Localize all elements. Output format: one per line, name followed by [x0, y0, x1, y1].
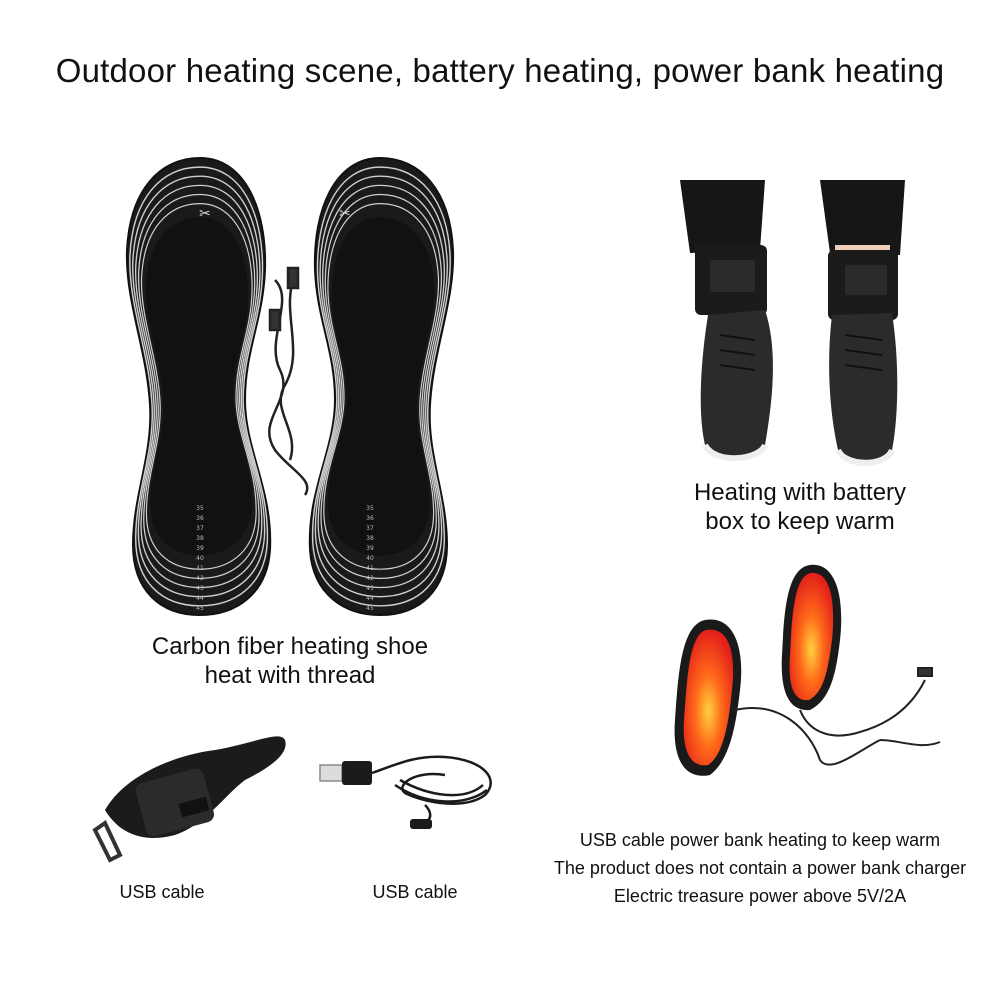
heated-insole-right: [781, 564, 842, 711]
svg-text:43: 43: [366, 585, 374, 592]
svg-text:37: 37: [196, 525, 204, 532]
svg-text:43: 43: [196, 585, 204, 592]
svg-text:41: 41: [196, 565, 204, 572]
svg-text:39: 39: [196, 545, 204, 552]
svg-text:41: 41: [366, 565, 374, 572]
insoles-image: ✂ 35 36 37 38 39 40 41 42 43 44 45 ✂ 35: [125, 157, 455, 616]
svg-text:35: 35: [366, 505, 374, 512]
svg-text:45: 45: [366, 605, 374, 612]
battery-strap-right: [828, 250, 898, 320]
battery-caption-line1: Heating with battery: [693, 479, 907, 506]
page-headline: Outdoor heating scene, battery heating, …: [55, 52, 945, 89]
insole-wires: [268, 266, 309, 496]
usb-cable-image: [319, 755, 492, 829]
powerbank-caption-line2: The product does not contain a power ban…: [553, 858, 967, 878]
svg-text:✂: ✂: [199, 206, 211, 222]
svg-text:37: 37: [366, 525, 374, 532]
svg-text:36: 36: [196, 515, 204, 522]
insoles-caption-line1: Carbon fiber heating shoe: [151, 633, 429, 660]
svg-text:40: 40: [366, 555, 374, 562]
svg-text:38: 38: [196, 535, 204, 542]
svg-text:44: 44: [366, 595, 374, 602]
battery-strap-left: [695, 245, 767, 315]
powerbank-caption-line1: USB cable power bank heating to keep war…: [579, 830, 941, 850]
battery-caption: Heating with battery box to keep warm: [630, 478, 970, 536]
svg-text:40: 40: [196, 555, 204, 562]
svg-text:39: 39: [366, 545, 374, 552]
svg-text:42: 42: [196, 575, 204, 582]
svg-text:42: 42: [366, 575, 374, 582]
powerbank-cable: [734, 667, 941, 766]
right-insole-marks: ✂ 35 36 37 38 39 40 41 42 43 44 45: [339, 206, 374, 612]
svg-text:38: 38: [366, 535, 374, 542]
insoles-caption-line2: heat with thread: [204, 662, 376, 689]
battery-strap-image: [92, 736, 286, 863]
svg-text:35: 35: [196, 505, 204, 512]
cable-caption: USB cable: [372, 882, 458, 902]
heated-insole-left: [674, 619, 742, 776]
strap-caption: USB cable: [119, 882, 205, 902]
svg-text:44: 44: [196, 595, 204, 602]
svg-text:45: 45: [196, 605, 204, 612]
left-insole: ✂ 35 36 37 38 39 40 41 42 43 44 45: [125, 157, 272, 616]
powerbank-caption-line3: Electric treasure power above 5V/2A: [613, 886, 907, 906]
heated-insoles-image: [674, 564, 941, 776]
insoles-caption: Carbon fiber heating shoe heat with thre…: [90, 632, 490, 690]
powerbank-caption: USB cable power bank heating to keep war…: [520, 826, 1000, 910]
svg-text:✂: ✂: [339, 206, 351, 222]
right-insole: [308, 157, 455, 616]
svg-text:36: 36: [366, 515, 374, 522]
battery-caption-line2: box to keep warm: [705, 508, 895, 535]
legs-battery-image: [680, 180, 905, 466]
